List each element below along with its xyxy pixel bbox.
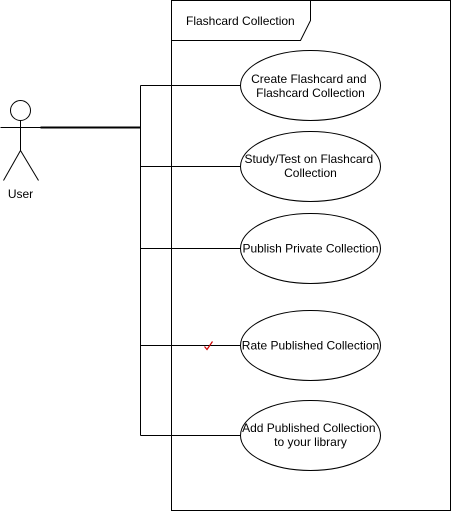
- use-case-create-line-2: Flashcard Collection: [256, 86, 365, 100]
- use-case-publish-ellipse: [240, 213, 381, 284]
- use-case-add-label: Add Published Collection to your library: [242, 421, 379, 449]
- red-check-mark-icon: [204, 341, 213, 351]
- use-case-study-label: Study/Test on Flashcard Collection: [244, 152, 376, 180]
- system-title: Flashcard Collection: [186, 14, 295, 28]
- use-case-publish: Publish Private Collection: [240, 213, 381, 284]
- use-case-rate-ellipse: [240, 310, 381, 381]
- use-case-add-line-1: Add Published Collection: [242, 421, 375, 435]
- use-case-study-line-1: Study/Test on Flashcard: [244, 152, 373, 166]
- use-case-publish-line-1: Publish Private Collection: [242, 242, 378, 256]
- use-case-create-line-1: Create Flashcard and: [251, 72, 366, 86]
- use-case-study: Study/Test on Flashcard Collection: [240, 131, 381, 202]
- use-case-create-label: Create Flashcard and Flashcard Collectio…: [251, 72, 370, 100]
- use-case-rate-label: Rate Published Collection: [242, 339, 379, 353]
- actor-head: [10, 100, 31, 121]
- use-case-study-line-2: Collection: [284, 166, 337, 180]
- use-case-add-line-2: to your library: [274, 435, 347, 449]
- use-case-rate-line-1: Rate Published Collection: [242, 339, 379, 353]
- actor-left-leg: [3, 150, 21, 181]
- system-title-tab: [171, 0, 311, 41]
- actor-label: User: [8, 187, 33, 201]
- actor-right-leg: [20, 150, 39, 181]
- associations: [40, 85, 241, 436]
- use-case-create-ellipse: [240, 50, 381, 121]
- actor-user: User: [0, 100, 41, 201]
- use-case-publish-label: Publish Private Collection: [242, 242, 378, 256]
- use-case-rate: Rate Published Collection: [240, 310, 381, 381]
- use-case-add-ellipse: [240, 400, 381, 471]
- use-case-add: Add Published Collection to your library: [240, 400, 381, 471]
- use-case-study-ellipse: [240, 131, 381, 202]
- use-case-create: Create Flashcard and Flashcard Collectio…: [240, 50, 381, 121]
